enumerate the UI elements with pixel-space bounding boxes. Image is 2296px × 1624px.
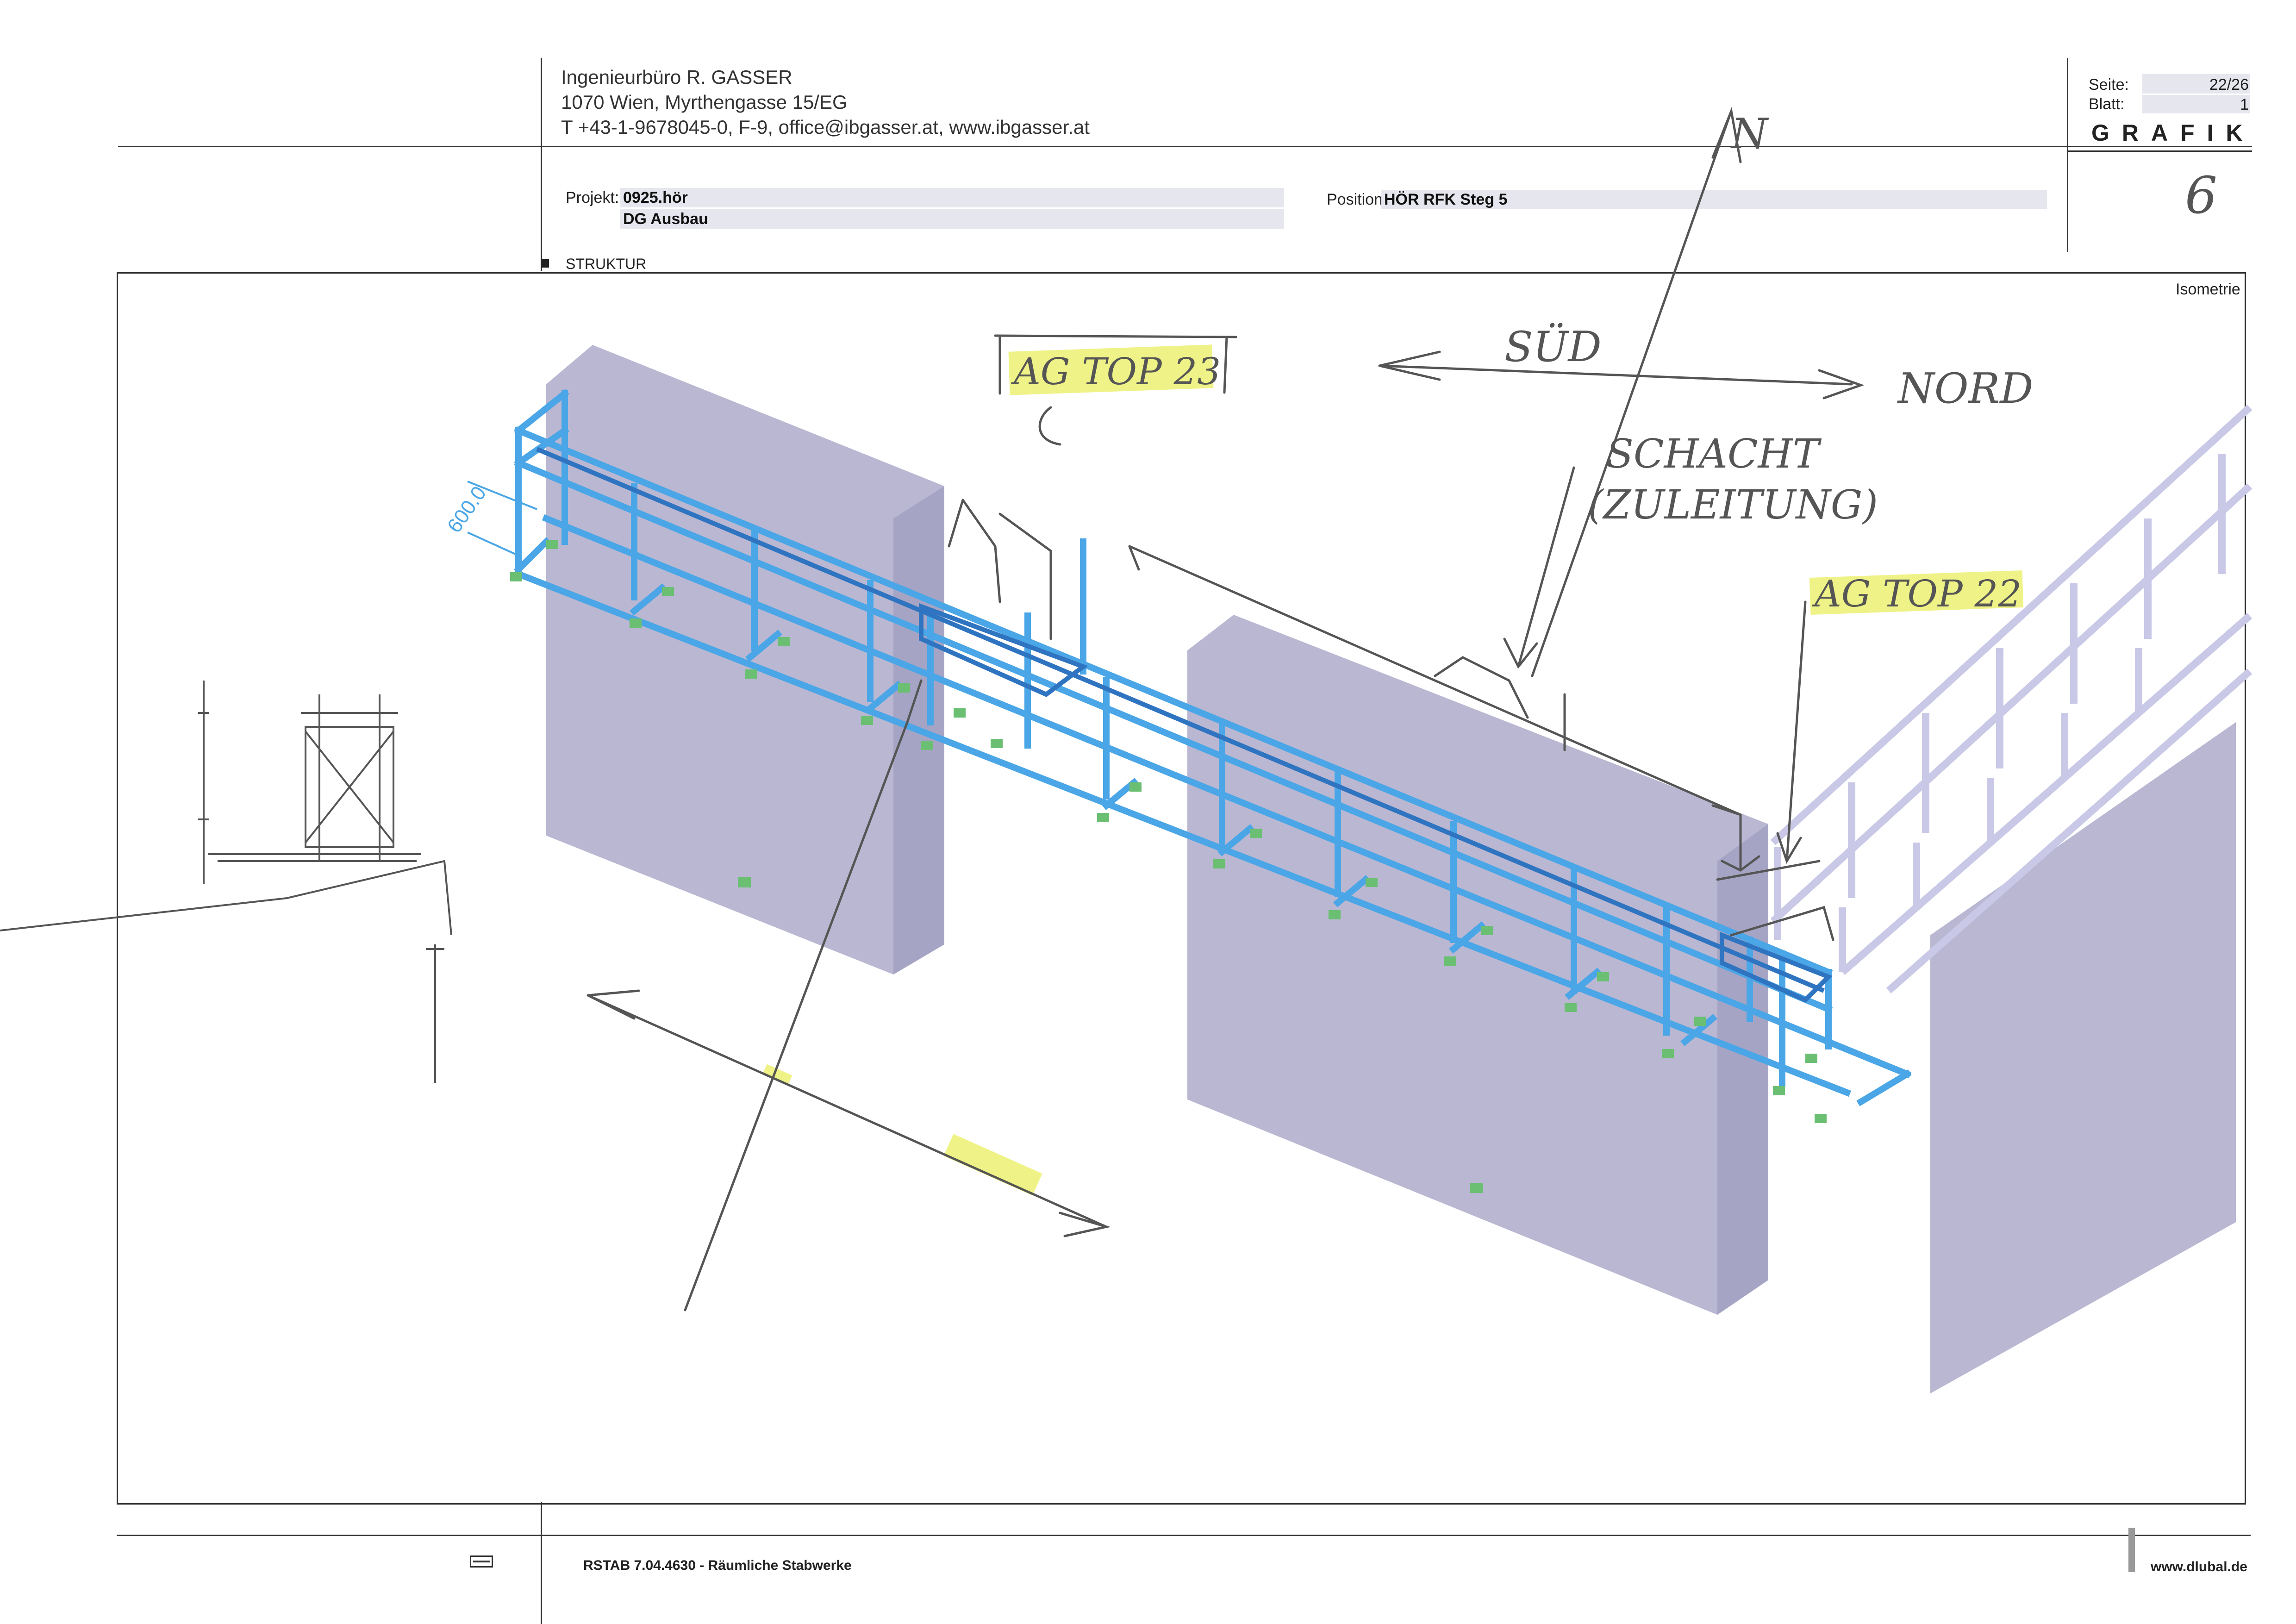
projekt-value: 0925.hör [623,189,688,206]
existing-walkway [1770,405,2252,993]
pencil-text: 6 N SÜD NORD SCHACHT (ZULEITUNG) AG TOP … [1011,110,2217,615]
annotation-shaft: SCHACHT [1606,431,1822,477]
position-value: HÖR RFK Steg 5 [1384,191,1508,208]
footer-software: RSTAB 7.04.4630 - Räumliche Stabwerke [583,1558,852,1573]
blatt-label: Blatt: [2089,95,2125,113]
company-address: 1070 Wien, Myrthengasse 15/EG [561,91,848,113]
projekt-subtitle: DG Ausbau [623,210,708,228]
dimension-600: 600.0 [443,481,537,556]
projekt-field [620,188,1284,207]
footer-rule [117,1535,2251,1536]
pencil-lines [586,107,1865,1312]
blatt-value: 1 [2240,96,2249,113]
dimension-label: 600.0 [443,482,491,537]
projekt-sub-field [620,209,1284,229]
annotation-south: SÜD [1504,323,1602,371]
company-contact: T +43-1-9678045-0, F-9, office@ibgasser.… [561,116,1090,138]
highlight-marks [762,344,2024,1196]
company-block: Ingenieurbüro R. GASSER 1070 Wien, Myrth… [561,65,1090,140]
section-label: STRUKTUR [566,256,647,272]
header-divider-right [2067,58,2068,252]
position-field [1381,190,2047,209]
dlubal-logo-icon [470,1555,493,1568]
footer-website: www.dlubal.de [2151,1559,2247,1574]
position-label: Position: [1327,191,1387,208]
drawing-frame [117,272,2246,1505]
new-walkway-structure [514,389,1912,1106]
footer-divider-left [541,1502,542,1624]
new-walkway-top-rail [536,447,1833,1003]
header-rule-top [118,146,2252,147]
view-label: Isometrie [2176,281,2240,298]
annotation-north-mark: N [1730,110,1769,158]
blatt-field [2142,95,2250,113]
seite-field [2142,74,2250,94]
seite-value: 22/26 [2209,76,2249,94]
annotation-ag-top-23: AG TOP 23 [1011,350,1221,393]
header-rule-sheet [2067,150,2252,152]
wall-center [1187,615,1768,1315]
company-name: Ingenieurbüro R. GASSER [561,66,792,88]
annotation-shaft-sub: (ZULEITUNG) [1588,482,1878,528]
seite-label: Seite: [2089,76,2129,94]
annotation-north: NORD [1897,364,2033,413]
header-divider-left [541,58,542,271]
support-plates [510,540,1827,1123]
sketch-existing-building [0,681,452,1083]
annotation-ag-top-22: AG TOP 22 [1811,572,2021,615]
section-marker [541,259,549,268]
projekt-label: Projekt: [566,189,619,206]
category-title: GRAFIK [2091,120,2255,146]
annotation-number: 6 [2185,166,2217,225]
footer-divider-right [2128,1528,2135,1572]
